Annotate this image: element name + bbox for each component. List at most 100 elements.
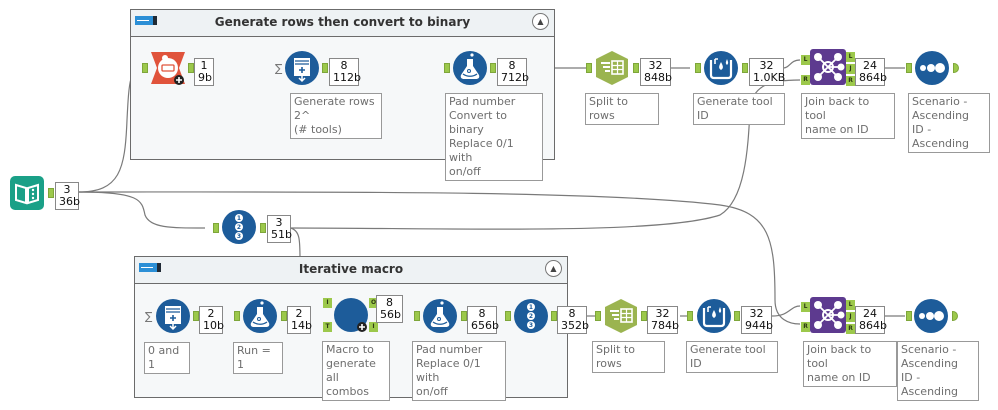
input-anchor[interactable] [213,223,219,233]
data-size: 656b [471,319,499,332]
tool-annotation: Join back to tool name on ID [801,93,895,139]
join-tool[interactable] [810,49,846,85]
output-anchor[interactable] [952,311,958,321]
input-anchor[interactable] [444,63,450,73]
record-count-badge: 8 656b [467,306,499,334]
data-size: 944b [745,319,773,332]
record-count: 2 [295,307,303,320]
record-count: 32 [749,307,764,320]
input-anchor[interactable] [586,63,592,73]
sort-tool[interactable] [913,298,949,334]
data-size: 10b [203,319,224,332]
join-left-input-anchor[interactable]: L [801,302,810,312]
record-count-badge: 32 784b [647,306,679,334]
output-anchor[interactable] [734,311,740,321]
container-toggle-icon[interactable] [139,263,161,272]
output-anchor[interactable] [461,311,467,321]
macro-output-anchor[interactable]: O [369,298,378,308]
data-size: 864b [859,319,887,332]
data-size: 112b [333,71,361,84]
input-anchor[interactable] [687,311,693,321]
macro-iteration-anchor[interactable]: I [369,322,378,332]
join-left-output-anchor[interactable]: L [846,52,855,62]
container-toggle-icon[interactable] [135,16,157,25]
join-right-output-anchor[interactable]: R [846,324,855,334]
input-data-tool[interactable] [9,175,45,211]
output-anchor[interactable] [551,311,557,321]
tool-annotation: Split to rows [592,341,665,373]
output-anchor[interactable] [641,311,647,321]
iterative-macro-tool[interactable] [333,297,369,333]
formula-tool[interactable] [422,298,458,334]
data-size: 784b [651,319,679,332]
record-count: 8 [478,307,486,320]
record-id-tool[interactable]: 1 2 3 [221,209,257,245]
input-anchor[interactable] [906,63,912,73]
join-output-anchor[interactable]: J [846,312,855,322]
input-anchor[interactable] [505,311,511,321]
input-anchor[interactable] [906,311,912,321]
input-anchor[interactable] [142,63,148,73]
generate-rows-icon [285,51,319,85]
join-right-input-anchor[interactable]: R [801,322,810,332]
data-size: 9b [198,71,212,84]
sort-tool[interactable] [914,50,950,86]
text-to-columns-tool[interactable] [603,298,639,334]
join-output-anchor[interactable]: J [846,64,855,74]
record-count: 32 [648,59,663,72]
record-count-badge: 24 864b [855,306,887,334]
record-count: 3 [275,216,283,229]
output-anchor[interactable] [742,63,748,73]
tool-annotation: Scenario - Ascending ID - Ascending [897,341,979,401]
output-anchor[interactable] [490,63,496,73]
multi-row-formula-tool[interactable] [703,50,739,86]
generate-rows-tool[interactable] [284,50,320,86]
text-to-columns-icon [596,51,628,85]
record-count-badge: 8 56b [376,295,403,323]
sort-icon [915,51,949,85]
multi-row-formula-icon [704,51,738,85]
macro-input-anchor[interactable]: T [323,322,332,332]
input-anchor[interactable] [414,311,420,321]
join-left-output-anchor[interactable]: L [846,300,855,310]
formula-flask-icon [453,51,487,85]
output-anchor[interactable] [953,63,959,73]
tool-annotation: Scenario - Ascending ID - Ascending [908,93,990,153]
formula-tool[interactable] [242,298,278,334]
join-right-input-anchor[interactable]: R [801,75,810,85]
svg-text:2: 2 [237,224,241,231]
input-anchor[interactable] [595,311,601,321]
svg-text:1: 1 [237,215,241,222]
join-left-input-anchor[interactable]: L [801,55,810,65]
output-anchor[interactable] [188,63,194,73]
tool-annotation: Pad number Replace 0/1 with on/off [412,341,506,401]
formula-tool[interactable] [452,50,488,86]
text-to-columns-tool[interactable] [594,50,630,86]
data-size: 56b [380,308,401,321]
record-count-badge: 32 848b [640,58,672,86]
output-anchor[interactable] [322,63,328,73]
macro-input-anchor[interactable]: I [323,298,332,308]
data-size: 14b [291,319,312,332]
chevron-up-circle-icon[interactable]: ▲ [532,13,549,30]
text-input-tool[interactable] [155,298,191,334]
multi-row-formula-tool[interactable] [696,298,732,334]
record-count: 24 [863,59,877,72]
output-anchor[interactable] [281,311,287,321]
output-anchor[interactable] [260,223,266,233]
input-anchor[interactable] [234,311,240,321]
record-count-badge: 2 14b [287,306,312,334]
record-id-tool[interactable]: 1 2 3 [513,298,549,334]
record-count: 8 [340,59,348,72]
input-anchor[interactable] [695,63,701,73]
output-anchor[interactable] [48,188,54,198]
output-anchor[interactable] [193,311,199,321]
output-anchor[interactable] [633,63,639,73]
tool-annotation: Split to rows [585,93,659,125]
join-tool[interactable] [810,297,846,333]
chevron-up-circle-icon[interactable]: ▲ [545,260,562,277]
formula-flask-icon [423,299,457,333]
join-right-output-anchor[interactable]: R [846,76,855,86]
macro-input-tool[interactable] [150,50,186,86]
